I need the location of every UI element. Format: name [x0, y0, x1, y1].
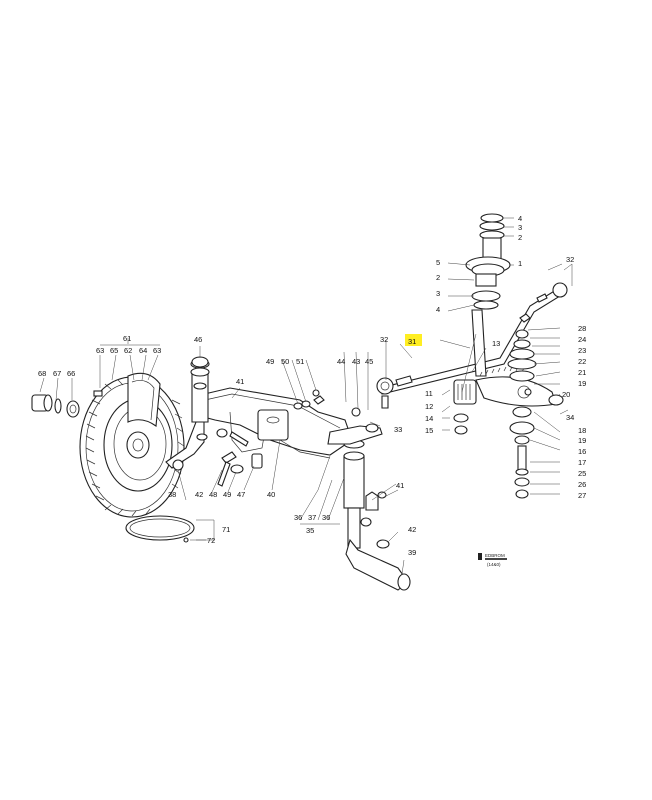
callout-61[interactable]: 61 [123, 334, 131, 343]
callout-48[interactable]: 48 [209, 490, 217, 499]
callout-37[interactable]: 37 [308, 513, 316, 522]
callout-3[interactable]: 3 [518, 223, 522, 232]
callout-13[interactable]: 13 [492, 339, 500, 348]
callout-labels: 4 3 2 1 5 2 3 4 32 31 32 13 11 12 14 15 … [38, 214, 586, 557]
callout-32[interactable]: 32 [566, 255, 574, 264]
callout-38[interactable]: 38 [168, 490, 176, 499]
steering-column [453, 213, 511, 435]
callout-63[interactable]: 63 [96, 346, 104, 355]
brand-name: EDBROM [485, 553, 505, 558]
retaining-ring [125, 515, 195, 543]
callout-45[interactable]: 45 [365, 357, 373, 366]
callout-36[interactable]: 36 [294, 513, 302, 522]
callout-18[interactable]: 18 [578, 426, 586, 435]
callout-46[interactable]: 46 [194, 335, 202, 344]
callout-36[interactable]: 36 [322, 513, 330, 522]
callout-66[interactable]: 66 [67, 369, 75, 378]
axle-hardware [191, 356, 390, 549]
lower-washer-stack [509, 406, 535, 499]
callout-22[interactable]: 22 [578, 357, 586, 366]
callout-49[interactable]: 49 [266, 357, 274, 366]
callout-16[interactable]: 16 [578, 447, 586, 456]
callout-41[interactable]: 41 [396, 481, 404, 490]
callout-15[interactable]: 15 [425, 426, 433, 435]
callout-12[interactable]: 12 [425, 402, 433, 411]
callout-49[interactable]: 49 [223, 490, 231, 499]
callout-41[interactable]: 41 [236, 377, 244, 386]
tie-rod [376, 282, 568, 409]
callout-11[interactable]: 11 [425, 389, 433, 398]
highlight-box [405, 334, 422, 346]
callout-72[interactable]: 72 [207, 536, 215, 545]
callout-26[interactable]: 26 [578, 480, 586, 489]
callout-25[interactable]: 25 [578, 469, 586, 478]
leader-lines [39, 217, 573, 575]
callout-32[interactable]: 32 [380, 335, 388, 344]
callout-50[interactable]: 50 [281, 357, 289, 366]
callout-24[interactable]: 24 [578, 335, 586, 344]
callout-28[interactable]: 28 [578, 324, 586, 333]
callout-43[interactable]: 43 [352, 357, 360, 366]
callout-19[interactable]: 19 [578, 436, 586, 445]
callout-44[interactable]: 44 [337, 357, 345, 366]
callout-17[interactable]: 17 [578, 458, 586, 467]
callout-1[interactable]: 1 [518, 259, 522, 268]
callout-40[interactable]: 40 [267, 490, 275, 499]
callout-62[interactable]: 62 [124, 346, 132, 355]
callout-23[interactable]: 23 [578, 346, 586, 355]
callout-64[interactable]: 64 [139, 346, 147, 355]
callout-4[interactable]: 4 [436, 305, 440, 314]
callout-21[interactable]: 21 [578, 368, 586, 377]
callout-71[interactable]: 71 [222, 525, 230, 534]
callout-51[interactable]: 51 [296, 357, 304, 366]
front-wheel [79, 372, 185, 518]
callout-42[interactable]: 42 [408, 525, 416, 534]
callout-67[interactable]: 67 [53, 369, 61, 378]
callout-42[interactable]: 42 [195, 490, 203, 499]
callout-14[interactable]: 14 [425, 414, 433, 423]
callout-34[interactable]: 34 [566, 413, 574, 422]
callout-68[interactable]: 68 [38, 369, 46, 378]
callout-3[interactable]: 3 [436, 289, 440, 298]
callout-35[interactable]: 35 [306, 526, 314, 535]
callout-63[interactable]: 63 [153, 346, 161, 355]
front-axle [165, 359, 411, 591]
callout-27[interactable]: 27 [578, 491, 586, 500]
callout-20[interactable]: 20 [562, 390, 570, 399]
callout-19[interactable]: 19 [578, 379, 586, 388]
callout-33[interactable]: 33 [394, 425, 402, 434]
brand-logo: EDBROM (14&0) [478, 553, 507, 567]
callout-5[interactable]: 5 [436, 258, 440, 267]
callout-47[interactable]: 47 [237, 490, 245, 499]
callout-4[interactable]: 4 [518, 214, 522, 223]
wheel-bushings [31, 390, 103, 418]
callout-65[interactable]: 65 [110, 346, 118, 355]
callout-2[interactable]: 2 [436, 273, 440, 282]
callout-39[interactable]: 39 [408, 548, 416, 557]
callout-2[interactable]: 2 [518, 233, 522, 242]
drawing-code: (14&0) [487, 562, 501, 567]
callout-31[interactable]: 31 [408, 337, 416, 346]
